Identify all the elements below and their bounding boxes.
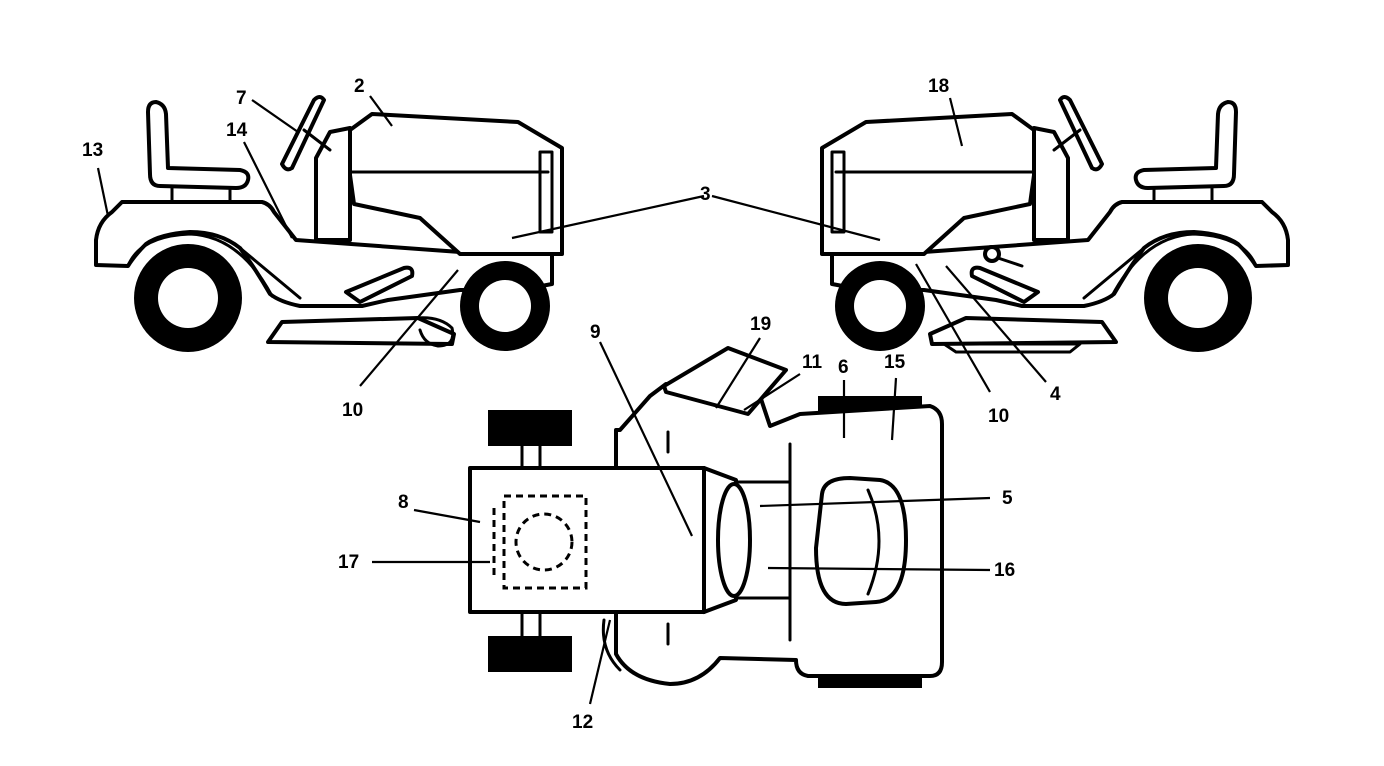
callout-4: 4 bbox=[1050, 384, 1061, 405]
mower-deck-right bbox=[928, 316, 1118, 346]
callout-9: 9 bbox=[590, 322, 601, 343]
seat-right bbox=[1133, 100, 1238, 190]
callout-19: 19 bbox=[750, 314, 771, 335]
steering-wheel-top bbox=[814, 476, 908, 606]
callout-11: 11 bbox=[802, 352, 823, 373]
callout-10-right: 10 bbox=[988, 406, 1009, 427]
engine-filter bbox=[514, 512, 574, 572]
callout-6: 6 bbox=[838, 357, 849, 378]
steering-wheel bbox=[280, 95, 326, 172]
callout-labels: 2 3 4 5 6 7 8 9 10 10 11 12 13 14 15 16 … bbox=[82, 76, 1061, 733]
callout-10-left: 10 bbox=[342, 400, 363, 421]
callout-16: 16 bbox=[994, 560, 1015, 581]
callout-5: 5 bbox=[1002, 488, 1013, 509]
mower-deck bbox=[266, 316, 456, 346]
tractor-left-side-view bbox=[94, 95, 564, 352]
callout-18: 18 bbox=[928, 76, 949, 97]
front-wheel-top-left bbox=[488, 410, 572, 446]
hood-right bbox=[820, 112, 1036, 256]
callout-14: 14 bbox=[226, 120, 248, 141]
discharge-chute bbox=[662, 346, 788, 416]
callout-8: 8 bbox=[398, 492, 409, 513]
callout-2: 2 bbox=[354, 76, 365, 97]
callout-17: 17 bbox=[338, 552, 359, 573]
dash-console bbox=[314, 126, 352, 242]
engine-outline bbox=[502, 494, 588, 590]
seat bbox=[146, 100, 251, 190]
callout-7: 7 bbox=[236, 88, 247, 109]
hood bbox=[348, 112, 564, 256]
front-wheel-top-right bbox=[488, 636, 572, 672]
steering-wheel-right bbox=[1058, 95, 1104, 172]
dash-console-right bbox=[1032, 126, 1070, 242]
callout-12: 12 bbox=[572, 712, 593, 733]
callout-13: 13 bbox=[82, 140, 103, 161]
leader-lines bbox=[96, 95, 1047, 705]
callout-3: 3 bbox=[700, 184, 711, 205]
callout-15: 15 bbox=[884, 352, 906, 373]
tractor-top-view bbox=[468, 346, 944, 688]
tractor-right-side-view bbox=[820, 95, 1290, 354]
